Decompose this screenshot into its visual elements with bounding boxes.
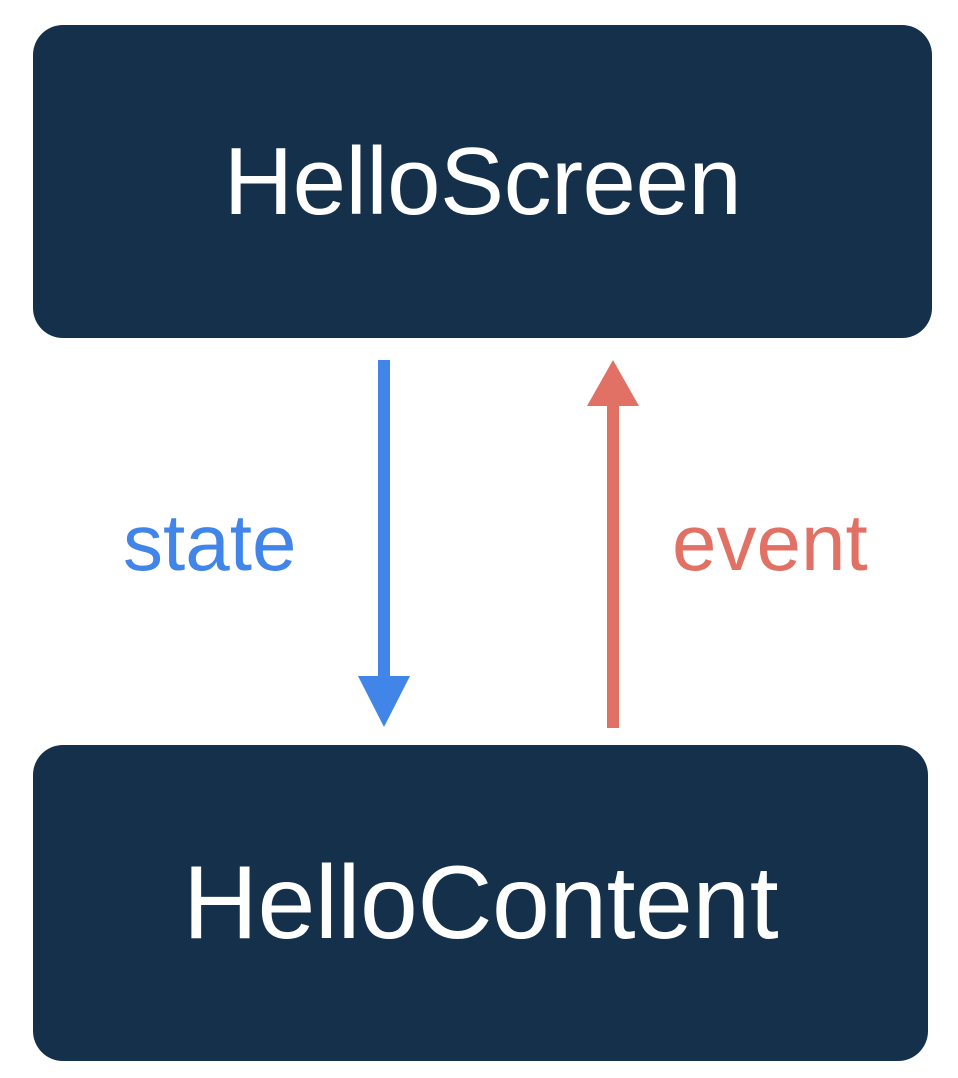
edge-label-state: state [123, 498, 297, 587]
state-arrow-head-icon [358, 676, 410, 727]
event-arrow-head-icon [587, 360, 639, 406]
edge-label-event: event [672, 498, 868, 587]
state-arrow [358, 360, 410, 727]
state-arrow-shaft [378, 360, 390, 680]
event-arrow-shaft [607, 404, 619, 728]
node-hello-screen-label: HelloScreen [223, 127, 742, 235]
node-hello-content[interactable]: HelloContent [33, 745, 928, 1061]
node-hello-screen[interactable]: HelloScreen [33, 25, 932, 338]
event-arrow [587, 360, 639, 728]
node-hello-content-label: HelloContent [182, 845, 779, 961]
